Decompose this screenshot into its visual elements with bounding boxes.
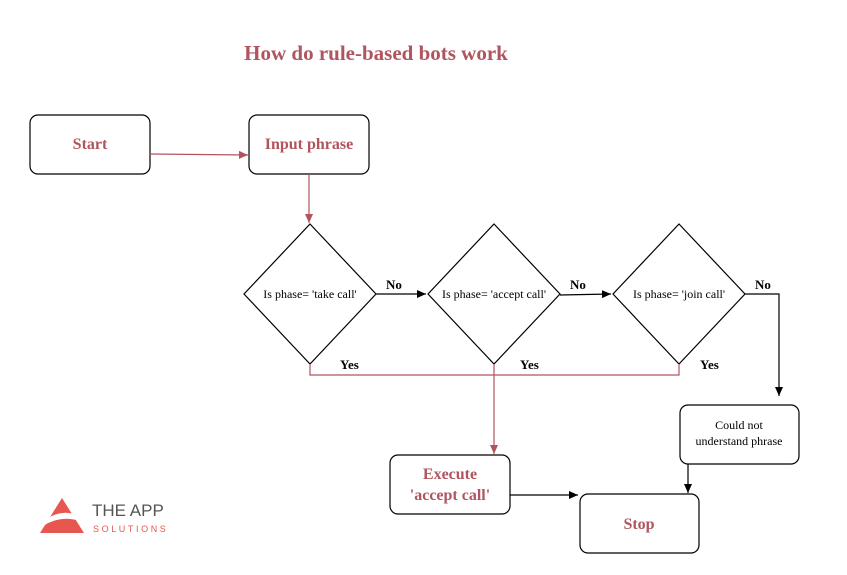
edge-yes-1-label: Yes — [340, 357, 359, 372]
input-phrase-node: Input phrase — [248, 114, 370, 175]
edge-yes-2-label: Yes — [520, 357, 539, 372]
page-title: How do rule-based bots work — [244, 41, 508, 65]
logo-name: THE APP — [92, 501, 164, 520]
logo-tagline: SOLUTIONS — [93, 524, 168, 534]
edge-no-2-label: No — [570, 277, 586, 292]
edge-no-1-label: No — [386, 277, 402, 292]
decision-join-call: Is phase= 'join call' — [612, 223, 746, 365]
start-label: Start — [73, 136, 108, 153]
stop-node: Stop — [579, 493, 700, 554]
could-not-understand-line1: Could not — [715, 418, 763, 432]
start-node: Start — [29, 114, 151, 175]
could-not-understand-line2: understand phrase — [696, 434, 783, 448]
edge-no-2 — [559, 290, 612, 299]
logo-mark-icon — [40, 498, 84, 533]
decision-accept-call: Is phase= 'accept call' — [427, 223, 561, 365]
input-phrase-label: Input phrase — [265, 136, 353, 153]
decision-take-call-label: Is phase= 'take call' — [263, 287, 356, 301]
could-not-understand-node: Could not understand phrase — [679, 404, 800, 465]
edge-no-3 — [745, 293, 783, 396]
decision-accept-call-label: Is phase= 'accept call' — [442, 287, 546, 301]
edge-yes-3-label: Yes — [700, 357, 719, 372]
company-logo: THE APP SOLUTIONS — [40, 498, 168, 534]
decision-join-call-label: Is phase= 'join call' — [633, 287, 725, 301]
execute-line1: Execute — [423, 466, 477, 483]
execute-accept-call-node: Execute 'accept call' — [389, 454, 511, 515]
edge-start-to-input — [149, 150, 249, 159]
edge-no-3-label: No — [755, 277, 771, 292]
stop-label: Stop — [623, 516, 654, 533]
execute-line2: 'accept call' — [410, 487, 490, 504]
decision-take-call: Is phase= 'take call' — [243, 223, 377, 365]
